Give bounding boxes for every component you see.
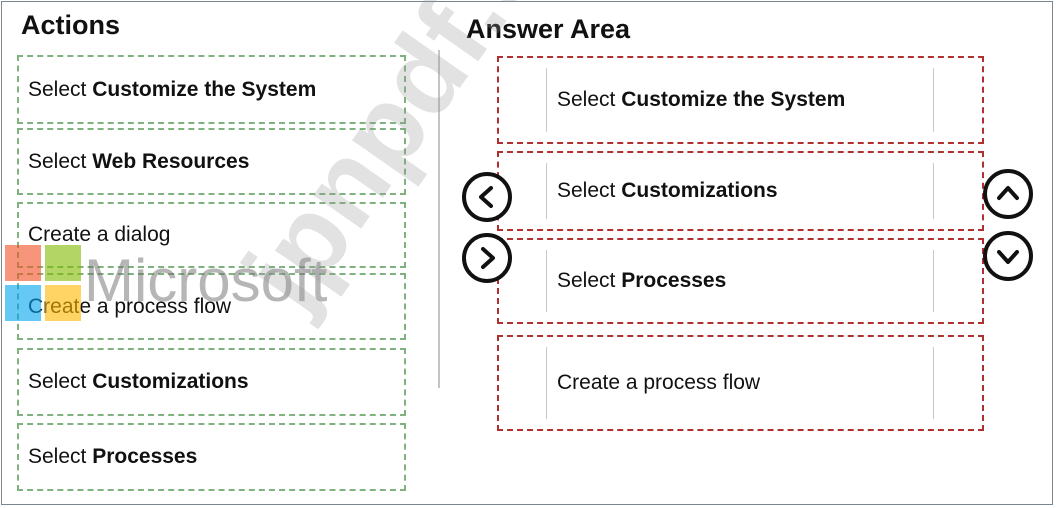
action-item-customize-system[interactable]: Select Customize the System [17,55,406,124]
chevron-left-icon [479,186,493,208]
answer-slot-4[interactable]: Create a process flow [497,335,984,431]
logo-square-green [45,245,81,281]
answer-item-create-process-flow[interactable]: Create a process flow [546,347,934,419]
action-item-bold: Processes [92,445,198,468]
answer-item-bold: Processes [621,269,727,292]
action-item-processes[interactable]: Select Processes [17,423,406,491]
answer-item-customize-system[interactable]: Select Customize the System [546,68,934,132]
action-item-prefix: Create a dialog [28,223,171,246]
answer-item-prefix: Create a process flow [557,371,761,394]
microsoft-text-watermark: Microsoft [84,247,328,314]
answer-slot-3[interactable]: Select Processes [497,238,984,324]
move-up-button[interactable] [983,169,1033,219]
actions-title: Actions [21,10,121,40]
answer-slot-1[interactable]: Select Customize the System [497,56,984,144]
answer-item-bold: Customize the System [621,88,846,111]
answer-item-prefix: Select [557,269,622,292]
action-item-prefix: Select [28,370,93,393]
panel-divider [438,50,440,388]
chevron-up-icon [997,186,1019,200]
action-item-create-dialog[interactable]: Create a dialog [17,202,406,268]
answer-item-processes[interactable]: Select Processes [546,250,934,312]
move-left-button[interactable] [462,172,512,222]
microsoft-logo-watermark [5,245,83,323]
move-right-button[interactable] [462,233,512,283]
answer-slot-2[interactable]: Select Customizations [497,151,984,231]
chevron-right-icon [481,247,495,269]
action-item-bold: Customizations [92,370,249,393]
answer-item-customizations[interactable]: Select Customizations [546,163,934,219]
action-item-web-resources[interactable]: Select Web Resources [17,128,406,195]
action-item-prefix: Select [28,77,93,101]
action-item-customizations[interactable]: Select Customizations [17,348,406,416]
action-item-prefix: Select [28,149,93,173]
action-item-bold: Customize the System [92,77,317,101]
action-item-bold: Web Resources [92,149,250,173]
answer-item-prefix: Select [557,179,622,202]
answer-item-prefix: Select [557,88,622,111]
move-down-button[interactable] [983,231,1033,281]
logo-square-yellow [45,285,81,321]
action-item-prefix: Select [28,445,93,468]
answer-area-title: Answer Area [466,14,631,44]
chevron-down-icon [997,250,1019,264]
logo-square-blue [5,285,41,321]
logo-square-red [5,245,41,281]
answer-item-bold: Customizations [621,179,778,202]
